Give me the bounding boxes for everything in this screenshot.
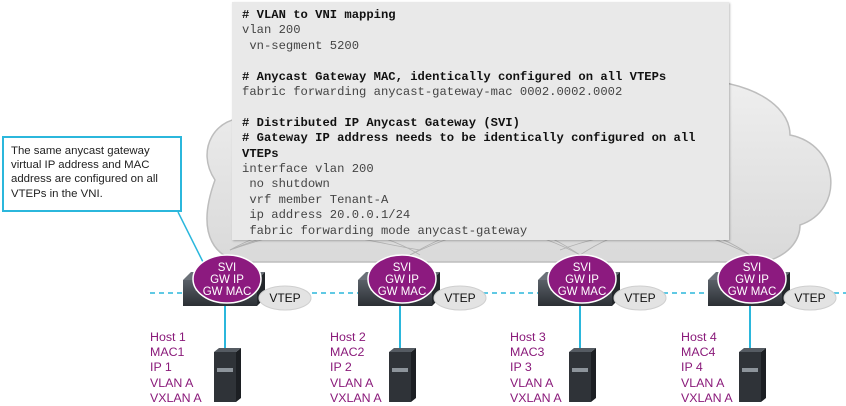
svi-badge (367, 254, 437, 304)
host-name: Host 1 (150, 330, 186, 344)
host-mac: MAC4 (681, 345, 716, 360)
code-comment-line: # Anycast Gateway MAC, identically confi… (242, 69, 667, 84)
host-vxlan: VXLAN A (681, 390, 733, 405)
svi-badge (717, 254, 787, 304)
host-ip: IP 1 (150, 360, 172, 375)
code-line: vrf member Tenant-A (242, 192, 389, 207)
code-line: vn-segment 5200 (242, 38, 360, 53)
server-side (591, 348, 596, 402)
host-ip: IP 3 (510, 360, 532, 375)
vtep-label: VTEP (794, 291, 825, 305)
code-comment-line: # VLAN to VNI mapping (242, 8, 396, 22)
code-comment-line: VTEPs (242, 146, 279, 161)
server-side (411, 348, 416, 402)
server-top (739, 348, 766, 352)
gw-mac-label: GW MAC (728, 286, 777, 298)
gw-ip-label: GW IP (210, 274, 244, 286)
gw-ip-label: GW IP (565, 274, 599, 286)
host-vxlan: VXLAN A (330, 390, 382, 405)
gw-ip-label: GW IP (385, 274, 419, 286)
host-mac: MAC3 (510, 345, 545, 360)
host-ip: IP 4 (681, 360, 703, 375)
gw-mac-label: GW MAC (203, 286, 252, 298)
code-line (242, 54, 719, 69)
code-line: fabric forwarding anycast-gateway-mac 00… (242, 85, 623, 100)
server-icon (739, 352, 761, 402)
svi-label: SVI (573, 262, 592, 274)
server-side (236, 348, 241, 402)
host-vlan: VLAN A (510, 375, 554, 390)
svi-badge (547, 254, 617, 304)
server-icon (389, 352, 411, 402)
server-slot (392, 368, 408, 372)
callout-box: The same anycast gateway virtual IP addr… (2, 136, 182, 212)
gw-ip-label: GW IP (735, 274, 769, 286)
server-slot (217, 368, 233, 372)
vtep-tag (613, 285, 667, 311)
vtep-label: VTEP (269, 291, 300, 305)
callout-text: The same anycast gateway virtual IP addr… (11, 145, 158, 200)
code-line: no shutdown (242, 177, 330, 192)
svi-label: SVI (743, 262, 762, 274)
server-slot (572, 368, 588, 372)
code-line: interface vlan 200 (242, 162, 374, 177)
host-name: Host 4 (681, 330, 717, 344)
vtep-tag (433, 285, 487, 311)
server-icon (214, 352, 236, 402)
host-vxlan: VXLAN A (510, 390, 562, 405)
server-top (389, 348, 416, 352)
host-name: Host 2 (330, 330, 366, 344)
server-slot (742, 368, 758, 372)
host-vlan: VLAN A (681, 375, 725, 390)
svi-label: SVI (393, 262, 412, 274)
host-ip: IP 2 (330, 360, 352, 375)
host-vlan: VLAN A (330, 375, 374, 390)
host-mac: MAC2 (330, 345, 365, 360)
vtep-tag (783, 285, 837, 311)
gw-mac-label: GW MAC (558, 286, 607, 298)
code-line: ip address 20.0.0.1/24 (242, 208, 411, 223)
host-vlan: VLAN A (150, 375, 194, 390)
host-vxlan: VXLAN A (150, 390, 202, 405)
code-line: vlan 200 (242, 23, 301, 38)
vtep-tag (258, 285, 312, 311)
gw-mac-label: GW MAC (378, 286, 427, 298)
server-top (569, 348, 596, 352)
code-comment-line: # Distributed IP Anycast Gateway (SVI) (242, 115, 520, 130)
code-comment-line: # Gateway IP address needs to be identic… (242, 131, 696, 146)
svi-label: SVI (218, 262, 237, 274)
host-mac: MAC1 (150, 345, 185, 360)
server-side (761, 348, 766, 402)
server-icon (569, 352, 591, 402)
code-line (242, 100, 719, 115)
svi-badge (192, 254, 262, 304)
server-top (214, 348, 241, 352)
vtep-label: VTEP (624, 291, 655, 305)
host-name: Host 3 (510, 330, 546, 344)
code-line: fabric forwarding mode anycast-gateway (242, 223, 528, 238)
vtep-label: VTEP (444, 291, 475, 305)
